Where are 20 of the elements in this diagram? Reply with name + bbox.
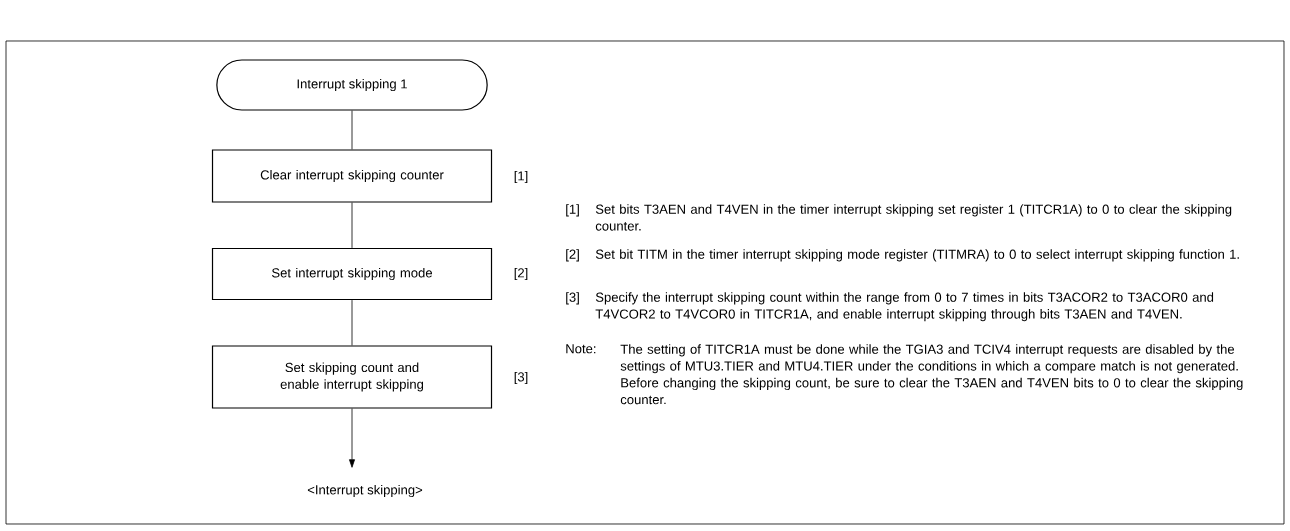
arrow (349, 408, 355, 468)
note-text: Specify the interrupt skipping count within the range from 0 to 7 times in bits T3ACOR2 to T3ACOR0 and T4VCOR2 to T4VCOR0 in TITCR1A, and enable interrupt skipping through bits T3AEN and T4VEN. (595, 292, 1214, 322)
terminal-box: Interrupt skipping 1 (216, 59, 488, 111)
connector-line (351, 299, 353, 346)
process-box: Set interrupt skipping mode (211, 247, 493, 301)
step-number: [1] (514, 170, 528, 184)
note-marker: [1] (566, 204, 579, 217)
connector-line (351, 110, 353, 150)
connector-line (351, 202, 353, 249)
process-box: Set skipping count and enable interrupt skipping (211, 345, 493, 409)
step-number: [3] (514, 371, 528, 385)
process-box: Clear interrupt skipping counter (211, 149, 493, 203)
note-marker: Note: (566, 344, 596, 354)
note-marker: [3] (566, 292, 579, 305)
step-number: [2] (514, 267, 528, 281)
note-text: The setting of TITCR1A must be done while the TGIA3 and TCIV4 interrupt requests are disabled by the settings of MTU3.TIER and MTU4.TIER under the conditions in which a compare match is not generated. Before changing the skipping count, be sure to clear the T3AEN and T4VEN bits to 0 to clear the skipping counter. (620, 344, 1243, 405)
note-text: Set bits T3AEN and T4VEN in the timer interrupt skipping set register 1 (TITCR1A) to 0 to clear the skipping counter. (595, 204, 1232, 231)
note-text: Set bit TITM in the timer interrupt skipping mode register (TITMRA) to 0 to select interrupt skipping function 1. (595, 249, 1239, 262)
note-marker: [2] (566, 249, 579, 262)
end-label: <Interrupt skipping> (307, 484, 423, 498)
